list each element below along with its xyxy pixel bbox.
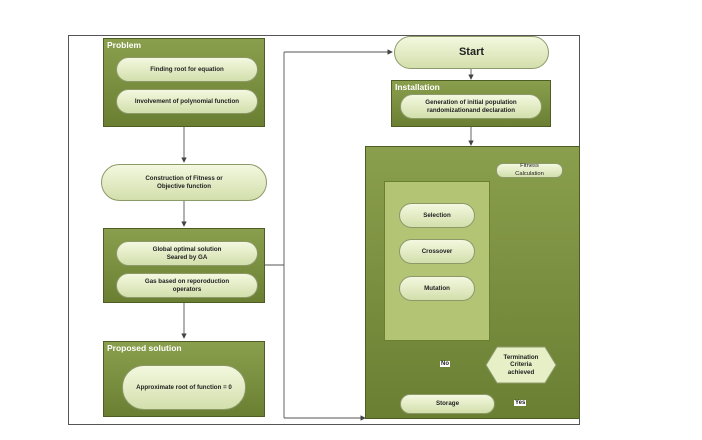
initial-population-node: Generation of initial population randomi…	[400, 94, 542, 119]
global-optimal-node: Global optimal solution Seared by GA	[116, 241, 258, 266]
polynomial-node: Involvement of polynomial function	[116, 89, 258, 114]
yes-label: Yes	[514, 400, 527, 406]
reproduction-operators-node: Gas based on reporoduction operators	[116, 273, 258, 298]
fitness-construction-node: Construction of Fitness or Objective fun…	[101, 164, 267, 201]
problem-box: Problem Finding root for equation Involv…	[103, 38, 265, 127]
installation-box: Installation Generation of initial popul…	[391, 80, 551, 127]
finding-root-node: Finding root for equation	[116, 57, 258, 82]
installation-title: Installation	[395, 82, 440, 92]
termination-label: Termination Criteria achieved	[503, 353, 539, 376]
fitness-calculation-node: Fitness Calculation	[496, 163, 563, 178]
problem-title: Problem	[107, 40, 142, 50]
selection-node: Selection	[399, 203, 475, 228]
ga-box: Global optimal solution Seared by GA Gas…	[103, 228, 265, 303]
start-node: Start	[394, 36, 549, 69]
termination-decision-node	[485, 346, 557, 384]
storage-node: Storage	[400, 394, 495, 414]
approximate-root-node: Approximate root of function = 0	[122, 365, 246, 410]
proposed-solution-box: Proposed solution Approximate root of fu…	[103, 341, 265, 417]
no-label: No	[440, 361, 450, 367]
mutation-node: Mutation	[399, 276, 475, 301]
proposed-solution-title: Proposed solution	[107, 343, 182, 353]
crossover-node: Crossover	[399, 239, 475, 264]
